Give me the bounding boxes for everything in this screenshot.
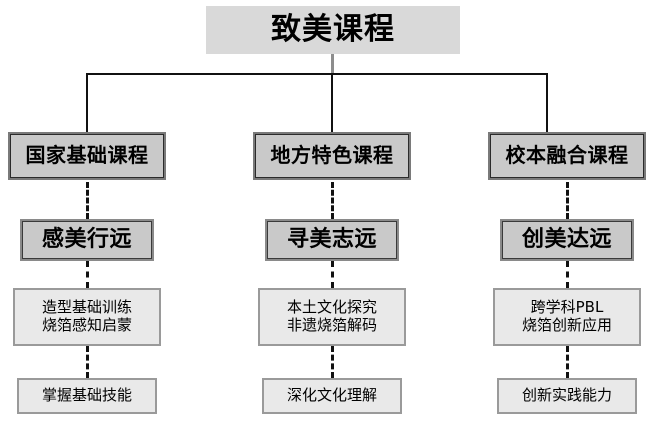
- connector-bus-to-category-3: [546, 73, 548, 132]
- connector-bus-to-category-1: [86, 73, 88, 132]
- detail-line2-1: 烧箔感知启蒙: [41, 316, 132, 334]
- connector-detail-to-outcome-1: [86, 346, 89, 378]
- motto-box-3[interactable]: 创美达远: [500, 219, 634, 261]
- connector-category-to-motto-1: [86, 182, 89, 219]
- category-box-1[interactable]: 国家基础课程: [8, 132, 166, 180]
- motto-box-2[interactable]: 寻美志远: [265, 219, 399, 261]
- detail-box-1[interactable]: 造型基础训练 烧箔感知启蒙: [13, 288, 161, 346]
- connector-category-to-motto-3: [566, 182, 569, 219]
- outcome-box-1[interactable]: 掌握基础技能: [17, 378, 157, 414]
- outcome-box-2[interactable]: 深化文化理解: [262, 378, 402, 414]
- detail-box-3[interactable]: 跨学科PBL 烧箔创新应用: [493, 288, 641, 346]
- connector-motto-to-detail-2: [331, 261, 334, 288]
- root-node-label: 致美课程: [271, 12, 395, 48]
- connector-category-to-motto-2: [331, 182, 334, 219]
- category-label-3: 校本融合课程: [505, 143, 629, 168]
- connector-bus-to-category-2: [331, 73, 333, 132]
- connector-detail-to-outcome-3: [566, 346, 569, 378]
- connector-motto-to-detail-3: [566, 261, 569, 288]
- outcome-label-1: 掌握基础技能: [41, 386, 132, 405]
- connector-detail-to-outcome-2: [331, 346, 334, 378]
- outcome-label-2: 深化文化理解: [286, 386, 377, 405]
- motto-box-1[interactable]: 感美行远: [20, 219, 154, 261]
- connector-root-stub: [331, 54, 334, 74]
- category-box-3[interactable]: 校本融合课程: [488, 132, 646, 180]
- outcome-label-3: 创新实践能力: [521, 386, 612, 405]
- category-box-2[interactable]: 地方特色课程: [253, 132, 411, 180]
- detail-line1-2: 本土文化探究: [286, 298, 377, 317]
- motto-label-2: 寻美志远: [286, 227, 377, 253]
- root-node-title: 致美课程: [206, 6, 460, 54]
- connector-motto-to-detail-1: [86, 261, 89, 288]
- detail-line1-1: 造型基础训练: [41, 298, 132, 317]
- detail-line1-3: 跨学科PBL: [530, 298, 604, 317]
- category-label-2: 地方特色课程: [270, 143, 394, 168]
- outcome-box-3[interactable]: 创新实践能力: [497, 378, 637, 414]
- category-label-1: 国家基础课程: [25, 143, 149, 168]
- detail-box-2[interactable]: 本土文化探究 非遗烧箔解码: [258, 288, 406, 346]
- motto-label-1: 感美行远: [41, 227, 132, 253]
- connector-horizontal-bus: [86, 73, 548, 75]
- motto-label-3: 创美达远: [521, 227, 612, 253]
- detail-line2-2: 非遗烧箔解码: [286, 316, 377, 334]
- detail-line2-3: 烧箔创新应用: [521, 316, 612, 334]
